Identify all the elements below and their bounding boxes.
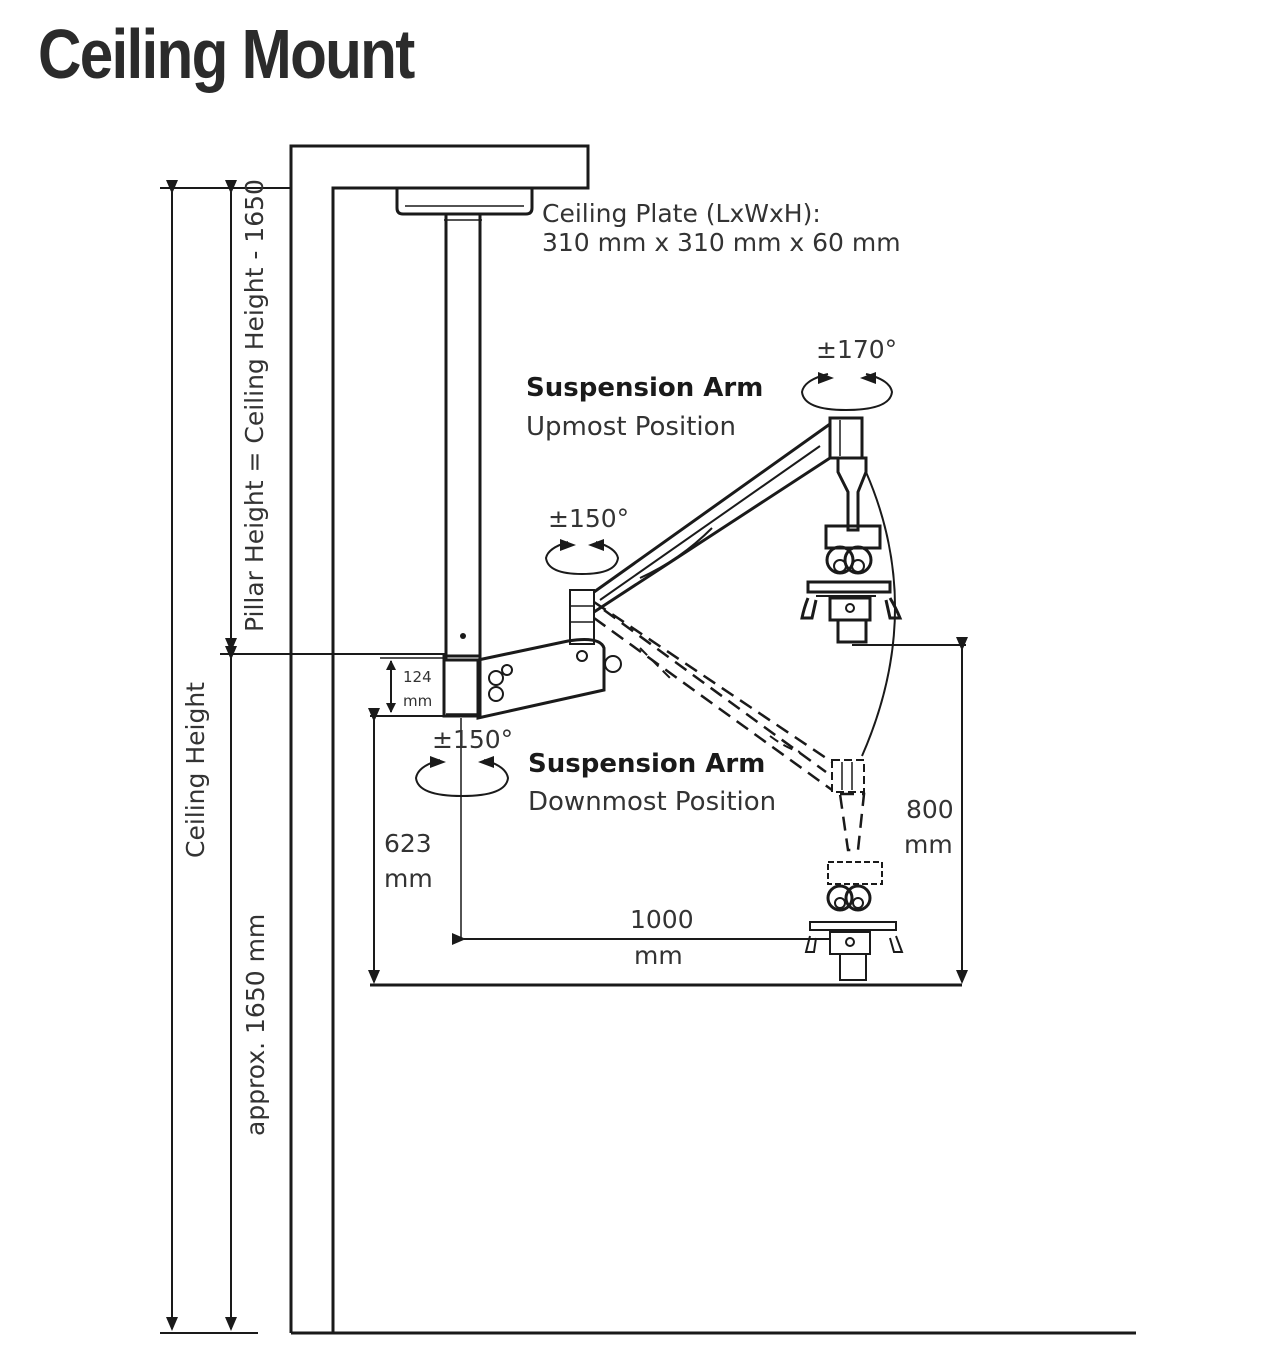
pillar	[444, 212, 482, 662]
rotation-150-top-label: ±150°	[548, 504, 629, 533]
rotation-170-label: ±170°	[816, 335, 897, 364]
approx-1650-label: approx. 1650 mm	[241, 914, 270, 1136]
downmost-title: Suspension Arm	[528, 749, 765, 779]
suspension-arm-downmost	[593, 600, 866, 852]
upmost-title: Suspension Arm	[526, 373, 763, 403]
dimension-623	[368, 708, 962, 987]
dim-800-unit: mm	[904, 830, 953, 859]
dim-124-value: 124	[403, 668, 432, 686]
ceiling-structure	[160, 144, 1136, 1335]
rotation-150-bottom-indicator	[414, 756, 510, 798]
upmost-subtitle: Upmost Position	[526, 412, 736, 442]
ceiling-plate	[395, 188, 534, 216]
pillar-height-label: Pillar Height = Ceiling Height - 1650	[240, 179, 269, 632]
dimension-800	[852, 637, 968, 984]
rotation-150-top-indicator	[544, 539, 620, 576]
microscope-upmost	[800, 524, 903, 644]
dim-1000-value: 1000	[630, 905, 694, 934]
dim-124-unit: mm	[403, 692, 432, 710]
arm-base-unit	[442, 589, 622, 720]
microscope-downmost	[804, 861, 904, 981]
page-title: Ceiling Mount	[38, 15, 415, 93]
dim-623-value: 623	[384, 829, 432, 858]
arm-swing-arc	[861, 471, 896, 757]
rotation-150-bottom-label: ±150°	[432, 725, 513, 754]
ceiling-height-label: Ceiling Height	[181, 682, 210, 858]
dim-623-unit: mm	[384, 864, 433, 893]
downmost-subtitle: Downmost Position	[528, 787, 776, 817]
dimension-124	[380, 657, 446, 713]
ceiling-plate-label-line1: Ceiling Plate (LxWxH):	[542, 199, 821, 228]
dimension-1000	[452, 718, 830, 945]
dim-800-value: 800	[906, 795, 954, 824]
rotation-170-indicator	[800, 372, 894, 412]
suspension-arm-upmost	[593, 416, 868, 614]
dim-1000-unit: mm	[634, 941, 683, 970]
ceiling-plate-label-line2: 310 mm x 310 mm x 60 mm	[542, 228, 901, 257]
